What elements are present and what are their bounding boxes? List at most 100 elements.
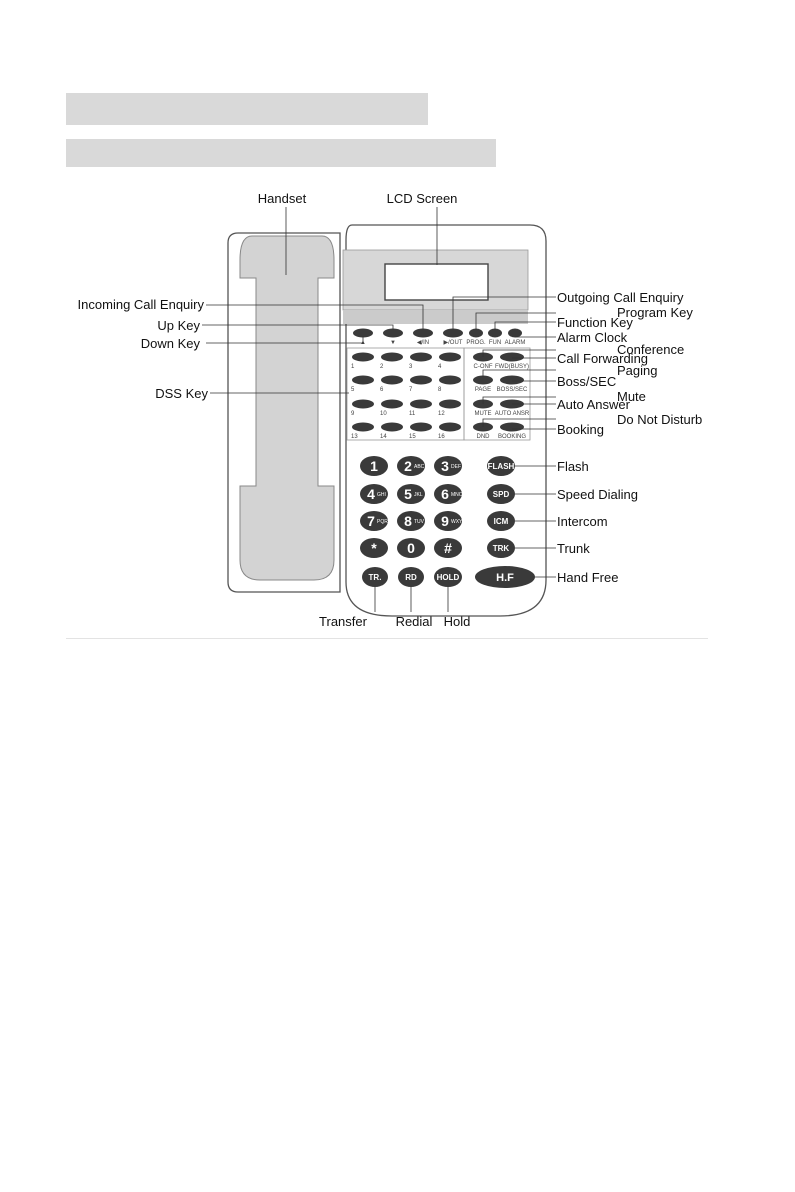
function-key-label-boss: BOSS/SEC <box>497 387 528 393</box>
redial-key[interactable] <box>398 567 424 587</box>
label-trunk: Trunk <box>557 541 590 556</box>
dss-key-5[interactable] <box>352 375 374 385</box>
label-handset: Handset <box>258 191 307 206</box>
dss-key-number: 11 <box>409 411 416 417</box>
label-incoming-call-enquiry: Incoming Call Enquiry <box>78 297 205 312</box>
function-key-label-page: PAGE <box>475 387 491 393</box>
transfer-key[interactable] <box>362 567 388 587</box>
label-dss-key: DSS Key <box>155 386 208 401</box>
icm-key[interactable] <box>487 511 515 531</box>
dss-key-number: 3 <box>409 364 413 370</box>
dss-key-13[interactable] <box>352 422 374 432</box>
nav-key-row: ▲ ▼ ◀/IN ▶/OUT PROG. FUN ALARM <box>353 328 526 346</box>
keypad-key-2[interactable] <box>397 456 425 476</box>
keypad-letters: ABC <box>414 464 425 470</box>
function-key-boss[interactable] <box>500 375 524 385</box>
dss-key-number: 8 <box>438 387 442 393</box>
keypad-key-0[interactable] <box>397 538 425 558</box>
function-key[interactable] <box>488 328 502 338</box>
lcd-screen <box>384 263 489 301</box>
keypad-letters: TUV <box>414 519 425 525</box>
dss-key-number: 9 <box>351 411 355 417</box>
dss-key-10[interactable] <box>381 399 403 409</box>
outgoing-call-key[interactable] <box>443 328 463 338</box>
alarm-key-label: ALARM <box>505 340 526 346</box>
function-key-label-auto: AUTO ANSR <box>495 411 530 417</box>
dss-key-number: 16 <box>438 434 445 440</box>
dss-key-1[interactable] <box>352 352 374 362</box>
keypad-digit: 4 <box>367 486 375 502</box>
keypad-digit: # <box>444 540 452 556</box>
hand-free-key[interactable] <box>475 566 535 588</box>
dss-key-4[interactable] <box>439 352 461 362</box>
trk-key[interactable] <box>487 538 515 558</box>
incoming-call-key[interactable] <box>413 328 433 338</box>
heading-bar-2 <box>66 139 496 167</box>
alarm-key[interactable] <box>508 328 522 338</box>
dss-key-number: 13 <box>351 434 358 440</box>
keypad-key-9[interactable] <box>434 511 462 531</box>
hold-key[interactable] <box>434 567 462 587</box>
dss-key-number: 14 <box>380 434 387 440</box>
dss-key-3[interactable] <box>410 352 432 362</box>
keypad-key-7[interactable] <box>360 511 388 531</box>
label-alarm-clock: Alarm Clock <box>557 330 628 345</box>
down-key[interactable] <box>383 328 403 338</box>
label-call-forwarding: Call Forwarding <box>557 351 648 366</box>
label-flash: Flash <box>557 459 589 474</box>
keypad-key-hash[interactable] <box>434 538 462 558</box>
function-key-booking[interactable] <box>500 422 524 432</box>
label-boss-sec: Boss/SEC <box>557 374 616 389</box>
label-redial: Redial <box>396 614 433 629</box>
keypad-digit: 2 <box>404 458 412 474</box>
dss-key-14[interactable] <box>381 422 403 432</box>
dss-key-number: 5 <box>351 387 355 393</box>
keypad-key-star[interactable] <box>360 538 388 558</box>
label-speed-dialing: Speed Dialing <box>557 487 638 502</box>
keypad-digit: 5 <box>404 486 412 502</box>
label-hand-free: Hand Free <box>557 570 618 585</box>
keypad-key-1[interactable] <box>360 456 388 476</box>
handset <box>239 235 335 581</box>
section-divider <box>66 638 708 639</box>
label-paging: Paging <box>617 363 657 378</box>
keypad-key-6[interactable] <box>434 484 462 504</box>
function-key-label-conf: C-ONF <box>474 364 493 370</box>
keypad-key-5[interactable] <box>397 484 425 504</box>
label-hold: Hold <box>444 614 471 629</box>
dss-key-7[interactable] <box>410 375 432 385</box>
up-key[interactable] <box>353 328 373 338</box>
program-key[interactable] <box>469 328 483 338</box>
label-up-key: Up Key <box>157 318 200 333</box>
down-key-label: ▼ <box>390 340 396 346</box>
function-panel <box>463 347 531 441</box>
label-intercom: Intercom <box>557 514 608 529</box>
label-conference: Conference <box>617 342 684 357</box>
function-key-label-dnd: DND <box>477 434 491 440</box>
dss-key-8[interactable] <box>439 375 461 385</box>
keypad-key-4[interactable] <box>360 484 388 504</box>
keypad-digit: * <box>371 540 377 556</box>
dss-key-12[interactable] <box>439 399 461 409</box>
flash-key[interactable] <box>487 456 515 476</box>
dss-key-number: 12 <box>438 411 445 417</box>
keypad-key-3[interactable] <box>434 456 462 476</box>
label-do-not-disturb: Do Not Disturb <box>617 412 702 427</box>
dss-key-15[interactable] <box>410 422 432 432</box>
dss-key-number: 7 <box>409 387 413 393</box>
dss-key-9[interactable] <box>352 399 374 409</box>
spd-key[interactable] <box>487 484 515 504</box>
label-mute: Mute <box>617 389 646 404</box>
dss-key-16[interactable] <box>439 422 461 432</box>
keypad-digit: 6 <box>441 486 449 502</box>
dss-key-2[interactable] <box>381 352 403 362</box>
dss-key-11[interactable] <box>410 399 432 409</box>
function-key-page[interactable] <box>473 375 493 385</box>
function-key-label-booking: BOOKING <box>498 434 526 440</box>
keypad-key-8[interactable] <box>397 511 425 531</box>
function-key-fwd[interactable] <box>500 352 524 362</box>
prog-key-label: PROG. <box>466 340 486 346</box>
dss-key-6[interactable] <box>381 375 403 385</box>
